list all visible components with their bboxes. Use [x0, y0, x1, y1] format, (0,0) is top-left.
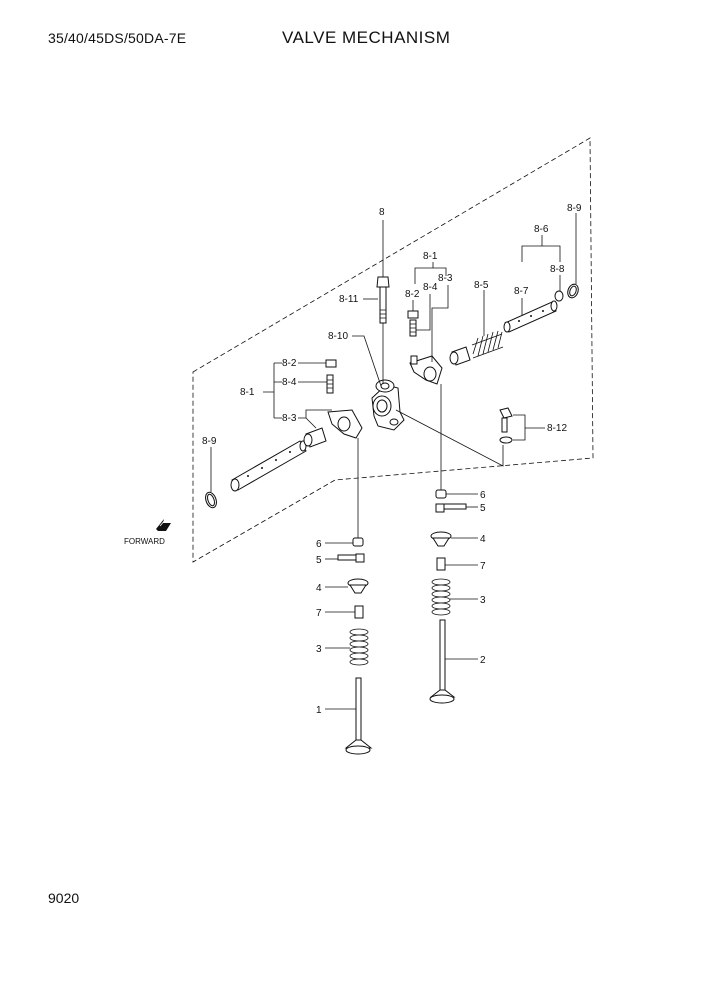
- spacer-right: [449, 346, 471, 366]
- assembly-boundary: [192, 137, 594, 563]
- callout-8: 8: [379, 207, 385, 218]
- callout-left-5: 5: [316, 555, 322, 566]
- callout-left-7: 7: [316, 608, 322, 619]
- callout-8-4-top: 8-4: [423, 282, 438, 293]
- cap-left: [352, 537, 364, 547]
- callout-right-3: 3: [480, 595, 486, 606]
- callout-8-7: 8-7: [514, 286, 529, 297]
- spring-left: [349, 628, 369, 666]
- page-number: 9020: [48, 890, 80, 906]
- callout-8-2-top: 8-2: [405, 289, 420, 300]
- callout-8-2-left: 8-2: [282, 358, 297, 369]
- callout-8-6: 8-6: [534, 224, 549, 235]
- callout-right-7: 7: [480, 561, 486, 572]
- rocker-bracket: [371, 379, 405, 431]
- callout-8-3-top: 8-3: [438, 273, 453, 284]
- stem-seal-left: [354, 605, 364, 619]
- nut-left: [325, 359, 337, 368]
- stem-seal-right: [436, 557, 446, 571]
- callout-8-5: 8-5: [474, 280, 489, 291]
- callout-left-3: 3: [316, 644, 322, 655]
- callout-right-4: 4: [480, 534, 486, 545]
- adjust-screw-left: [326, 374, 334, 394]
- rocker-arm-right: [409, 355, 443, 385]
- nut-right: [407, 310, 419, 319]
- callout-8-4-left: 8-4: [282, 377, 297, 388]
- callout-left-6: 6: [316, 539, 322, 550]
- model-number: 35/40/45DS/50DA-7E: [48, 30, 187, 46]
- forward-label: FORWARD: [124, 537, 165, 546]
- leader-lines: [210, 213, 577, 710]
- cap-right: [435, 489, 447, 499]
- callout-8-1-top: 8-1: [423, 251, 438, 262]
- snap-ring-right: [567, 283, 579, 299]
- callout-8-8: 8-8: [550, 264, 565, 275]
- callout-8-10: 8-10: [328, 331, 348, 342]
- bolt-8-12: [499, 407, 513, 444]
- callout-8-3-left: 8-3: [282, 413, 297, 424]
- rocker-shaft-left: [230, 440, 307, 492]
- cotter-left: [337, 553, 365, 563]
- callout-right-6: 6: [480, 490, 486, 501]
- retainer-right: [430, 531, 452, 547]
- callout-8-9-left: 8-9: [202, 436, 217, 447]
- valve-right: [429, 619, 456, 704]
- spring-right: [431, 578, 451, 616]
- cotter-right: [435, 503, 467, 513]
- spacer-left: [303, 427, 327, 448]
- callout-8-1-left: 8-1: [240, 387, 255, 398]
- callout-left-1: 1: [316, 705, 322, 716]
- rocker-shaft-right: [503, 300, 558, 333]
- callout-8-11: 8-11: [339, 294, 359, 305]
- page-title: VALVE MECHANISM: [282, 28, 451, 47]
- callout-right-5: 5: [480, 503, 486, 514]
- forward-arrow-icon: [156, 518, 171, 531]
- plug-8-8: [554, 290, 564, 302]
- callout-8-9-right: 8-9: [567, 203, 582, 214]
- callout-8-12: 8-12: [547, 423, 567, 434]
- valve-left: [344, 677, 373, 755]
- rocker-arm-left: [327, 409, 363, 439]
- adjust-screw-right: [409, 319, 417, 337]
- callout-left-4: 4: [316, 583, 322, 594]
- bolt-8-11: [376, 276, 390, 324]
- retainer-left: [347, 578, 369, 594]
- spring-8-5: [471, 330, 504, 359]
- callout-right-2: 2: [480, 655, 486, 666]
- snap-ring-left: [205, 491, 217, 509]
